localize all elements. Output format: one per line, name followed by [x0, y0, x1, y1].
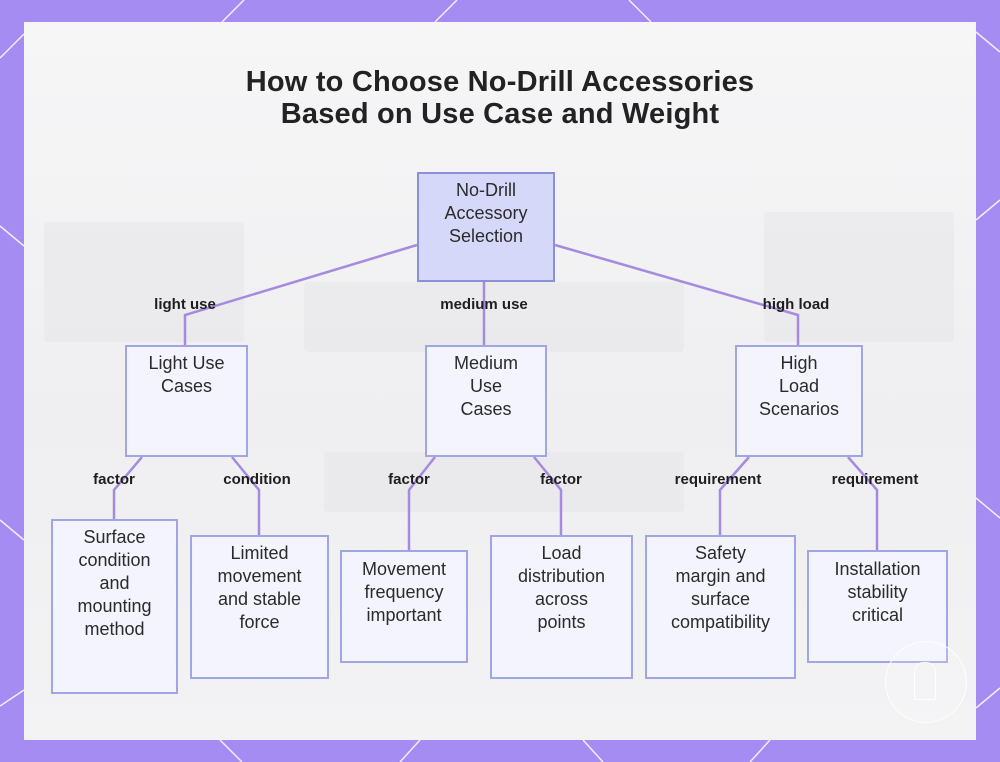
node-load-distribution-across-points: Load distribution across points	[490, 535, 633, 679]
connector-light-surface	[112, 456, 143, 519]
diagram-panel: How to Choose No-Drill Accessories Based…	[24, 22, 976, 740]
background-blur	[764, 212, 954, 342]
connectors	[112, 243, 879, 550]
edge-label-high-load: high load	[762, 296, 830, 313]
node-movement-frequency-important: Movement frequency important	[340, 550, 468, 663]
edge-label-medium-factor-1: factor	[388, 471, 430, 488]
node-light-use-cases: Light Use Cases	[125, 345, 248, 457]
edge-label-high-requirement-1: requirement	[674, 471, 762, 488]
connector-high-safety	[718, 456, 750, 535]
background-blur	[324, 452, 684, 512]
page-title: How to Choose No-Drill Accessories Based…	[24, 66, 976, 130]
node-medium-use-cases: Medium Use Cases	[425, 345, 547, 457]
edge-label-medium-use: medium use	[440, 296, 528, 313]
node-limited-movement-and-stable-force: Limited movement and stable force	[190, 535, 329, 679]
node-surface-condition-and-mounting-method: Surface condition and mounting method	[51, 519, 178, 694]
background-blur	[44, 222, 244, 342]
title-line-1: How to Choose No-Drill Accessories	[245, 66, 755, 98]
connector-root-light	[183, 243, 418, 345]
connector-light-limited	[231, 456, 261, 535]
connector-medium-movement	[407, 456, 436, 550]
node-high-load-scenarios: High Load Scenarios	[735, 345, 863, 457]
background-blur	[304, 282, 684, 352]
connector-medium-load	[533, 456, 563, 535]
watermark-logo	[885, 641, 967, 723]
connector-high-install	[847, 456, 879, 550]
edge-label-light-use: light use	[154, 296, 216, 313]
edge-label-high-requirement-2: requirement	[831, 471, 919, 488]
edge-label-medium-factor-2: factor	[540, 471, 582, 488]
connector-root-high	[554, 243, 800, 345]
edge-label-light-condition: condition	[223, 471, 291, 488]
edge-label-light-factor: factor	[93, 471, 135, 488]
node-safety-margin-and-surface-compatibility: Safety margin and surface compatibility	[645, 535, 796, 679]
node-no-drill-accessory-selection: No-Drill Accessory Selection	[417, 172, 555, 282]
title-line-2: Based on Use Case and Weight	[280, 98, 720, 130]
